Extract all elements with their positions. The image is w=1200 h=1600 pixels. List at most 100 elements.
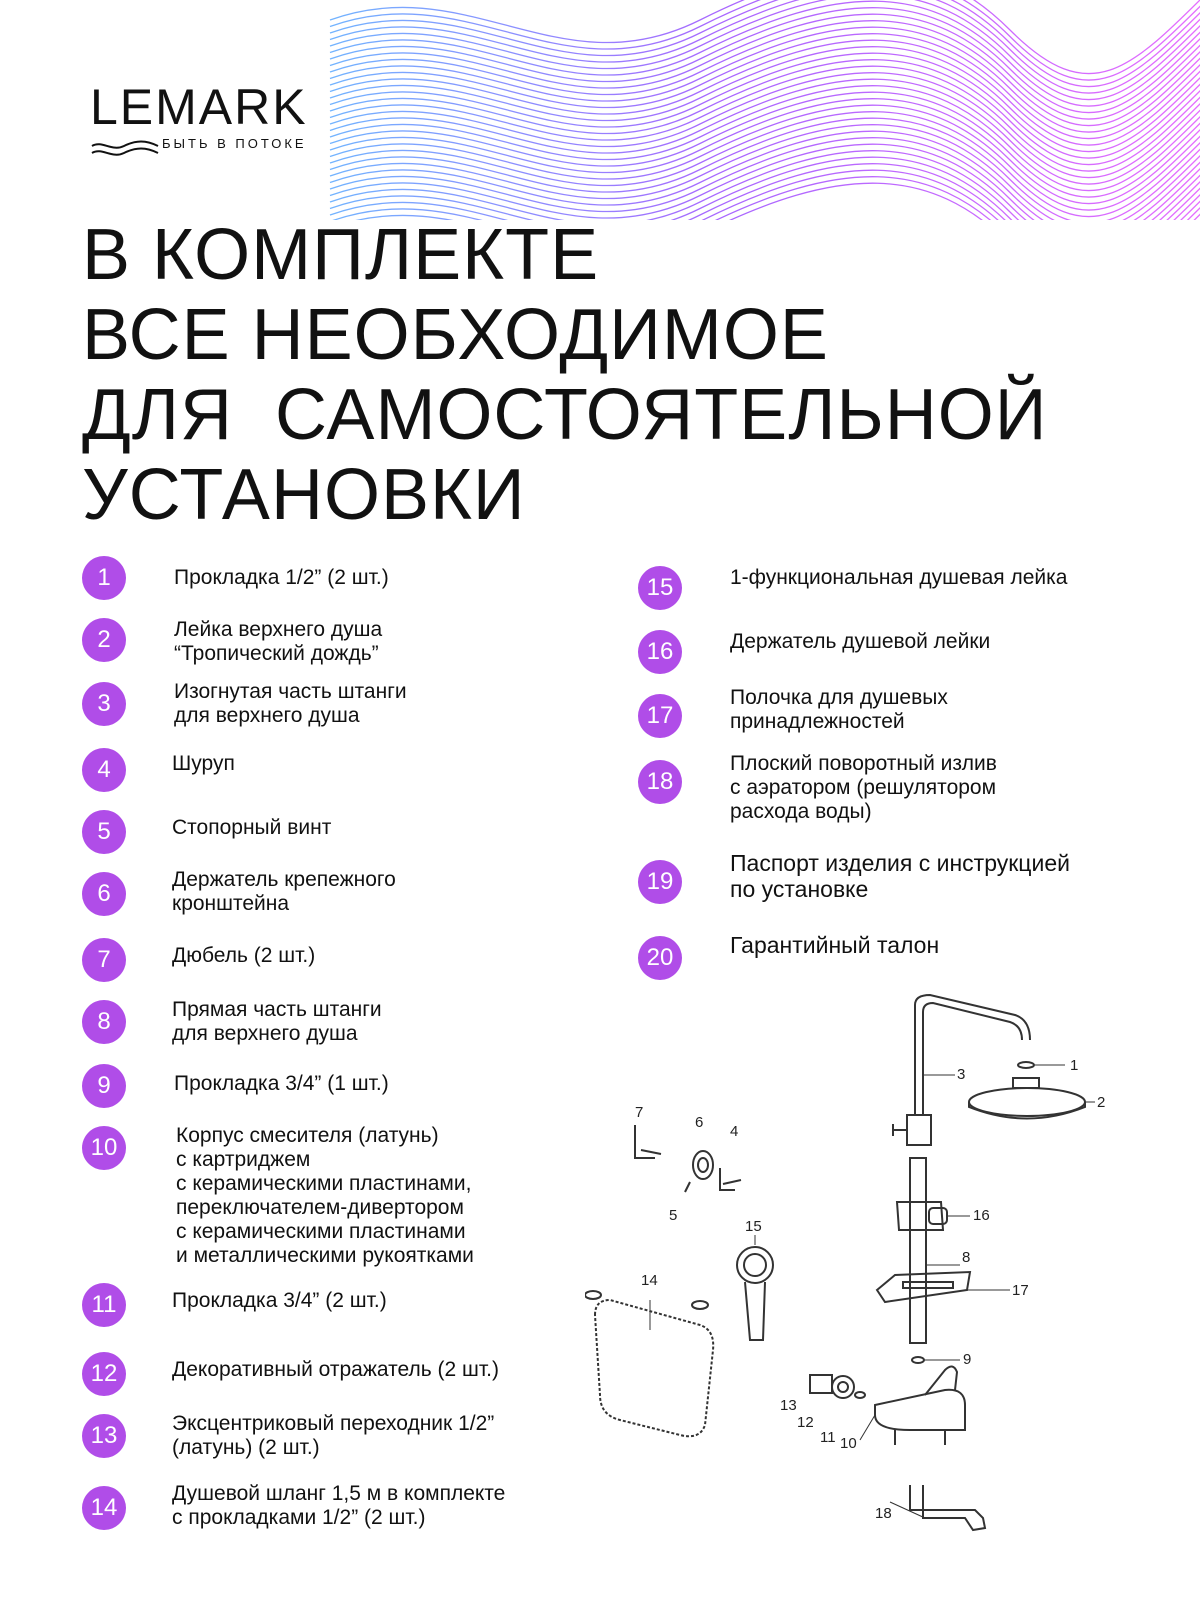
item-description: Шуруп (172, 752, 235, 775)
wave-line (329, 104, 1200, 211)
item-description: Изогнутая часть штанги для верхнего душа (174, 680, 407, 727)
item-number-badge: 12 (82, 1352, 126, 1396)
item-description: Лейка верхнего душа “Тропический дождь” (174, 618, 383, 665)
item-description: Эксцентриковый переходник 1/2” (латунь) … (172, 1412, 495, 1459)
kit-item-10: 10 Корпус смесителя (латунь) с картриджем… (82, 1124, 474, 1268)
kit-item-17: 17 Полочка для душевых принадлежностей (638, 686, 948, 738)
item-description: Полочка для душевых принадлежностей (730, 686, 948, 733)
wave-line (329, 150, 1200, 220)
item-description: Держатель крепежного кронштейна (172, 868, 396, 915)
headline-line: В КОМПЛЕКТЕ (82, 215, 600, 295)
diagram-label: 2 (1097, 1094, 1105, 1111)
diagram-label: 10 (840, 1435, 857, 1452)
wave-line (329, 137, 1200, 220)
decorative-waves (329, 0, 1200, 220)
headline-line: ДЛЯ САМОСТОЯТЕЛЬНОЙ (82, 375, 1048, 455)
wave-line (329, 98, 1200, 205)
item-number-badge: 11 (82, 1283, 126, 1327)
wave-line (329, 143, 1200, 220)
wave-line (329, 117, 1200, 220)
diagram-label: 9 (963, 1351, 971, 1368)
wave-line (329, 13, 1200, 120)
diagram-label: 1 (1070, 1057, 1078, 1074)
kit-item-19: 19 Паспорт изделия с инструкцией по устан… (638, 850, 1070, 904)
diagram-label: 3 (957, 1066, 965, 1083)
kit-item-13: 13 Эксцентриковый переходник 1/2” (латунь… (82, 1412, 495, 1460)
item-description: Прокладка 1/2” (2 шт.) (174, 566, 389, 589)
wave-line (329, 163, 1200, 220)
item-number-badge: 10 (82, 1126, 126, 1170)
diagram-leader-lines (649, 1064, 1095, 1519)
item-description: Держатель душевой лейки (730, 630, 991, 653)
wave-line (329, 156, 1200, 220)
wave-line (729, 182, 1200, 220)
diagram-label: 14 (641, 1272, 658, 1289)
wave-line (329, 130, 1200, 220)
wave-line (329, 111, 1200, 218)
item-description: Прокладка 3/4” (2 шт.) (172, 1289, 387, 1312)
wave-line (329, 20, 1200, 127)
wave-line (329, 0, 1200, 75)
diagram-label: 6 (695, 1114, 703, 1131)
exploded-parts-diagram: 1 2 3 4 5 6 7 8 9 10 11 12 13 14 15 16 1… (585, 993, 1105, 1532)
diagram-label: 16 (973, 1207, 990, 1224)
item-description: Прокладка 3/4” (1 шт.) (174, 1072, 389, 1095)
wave-line (355, 176, 1200, 220)
wave-line (329, 7, 1200, 114)
wave-line (329, 65, 1200, 172)
item-description: Паспорт изделия с инструкцией по установ… (730, 850, 1070, 902)
diagram-label: 8 (962, 1249, 970, 1266)
item-number-badge: 14 (82, 1486, 126, 1530)
item-number-badge: 19 (638, 860, 682, 904)
kit-item-5: 5 Стопорный винт (82, 810, 331, 854)
wave-line (332, 169, 1200, 220)
item-number-badge: 15 (638, 566, 682, 610)
logo-tagline: БЫТЬ В ПОТОКЕ (162, 136, 307, 151)
diagram-label: 15 (745, 1218, 762, 1235)
kit-item-6: 6 Держатель крепежного кронштейна (82, 868, 396, 916)
item-number-badge: 6 (82, 872, 126, 916)
diagram-label: 4 (730, 1123, 738, 1140)
item-number-badge: 8 (82, 1000, 126, 1044)
headline-line: УСТАНОВКИ (82, 455, 526, 535)
item-number-badge: 20 (638, 936, 682, 980)
item-description: Декоративный отражатель (2 шт.) (172, 1358, 499, 1381)
wave-line (329, 26, 1200, 133)
page-headline: В КОМПЛЕКТЕ ВСЕ НЕОБХОДИМОЕ ДЛЯ САМОСТОЯ… (82, 215, 1132, 535)
item-description: Дюбель (2 шт.) (172, 944, 316, 967)
wave-line (329, 85, 1200, 192)
brand-logo: LEMARK БЫТЬ В ПОТОКЕ (90, 78, 335, 158)
diagram-label: 7 (635, 1104, 643, 1121)
kit-item-16: 16 Держатель душевой лейки (638, 630, 990, 674)
wave-line (329, 0, 1200, 81)
item-description: 1-функциональная душевая лейка (730, 566, 1068, 589)
logo-wave-icon (91, 140, 159, 156)
wave-line (329, 78, 1200, 185)
item-number-badge: 5 (82, 810, 126, 854)
headline-line: ВСЕ НЕОБХОДИМОЕ (82, 295, 829, 375)
item-number-badge: 4 (82, 748, 126, 792)
wave-line (329, 46, 1200, 153)
item-number-badge: 17 (638, 694, 682, 738)
diagram-drawing (585, 993, 1086, 1532)
item-number-badge: 13 (82, 1414, 126, 1458)
item-number-badge: 16 (638, 630, 682, 674)
diagram-label: 17 (1012, 1282, 1029, 1299)
wave-line (329, 33, 1200, 140)
item-description: Стопорный винт (172, 816, 332, 839)
kit-item-15: 15 1-функциональная душевая лейка (638, 566, 1067, 610)
wave-line (329, 0, 1200, 107)
wave-line (329, 52, 1200, 159)
diagram-label: 5 (669, 1207, 677, 1224)
item-description: Корпус смесителя (латунь) с картриджем с… (176, 1124, 474, 1267)
wave-line (329, 124, 1200, 220)
kit-item-3: 3 Изогнутая часть штанги для верхнего душ… (82, 680, 407, 728)
kit-item-4: 4 Шуруп (82, 748, 235, 792)
item-number-badge: 3 (82, 682, 126, 726)
